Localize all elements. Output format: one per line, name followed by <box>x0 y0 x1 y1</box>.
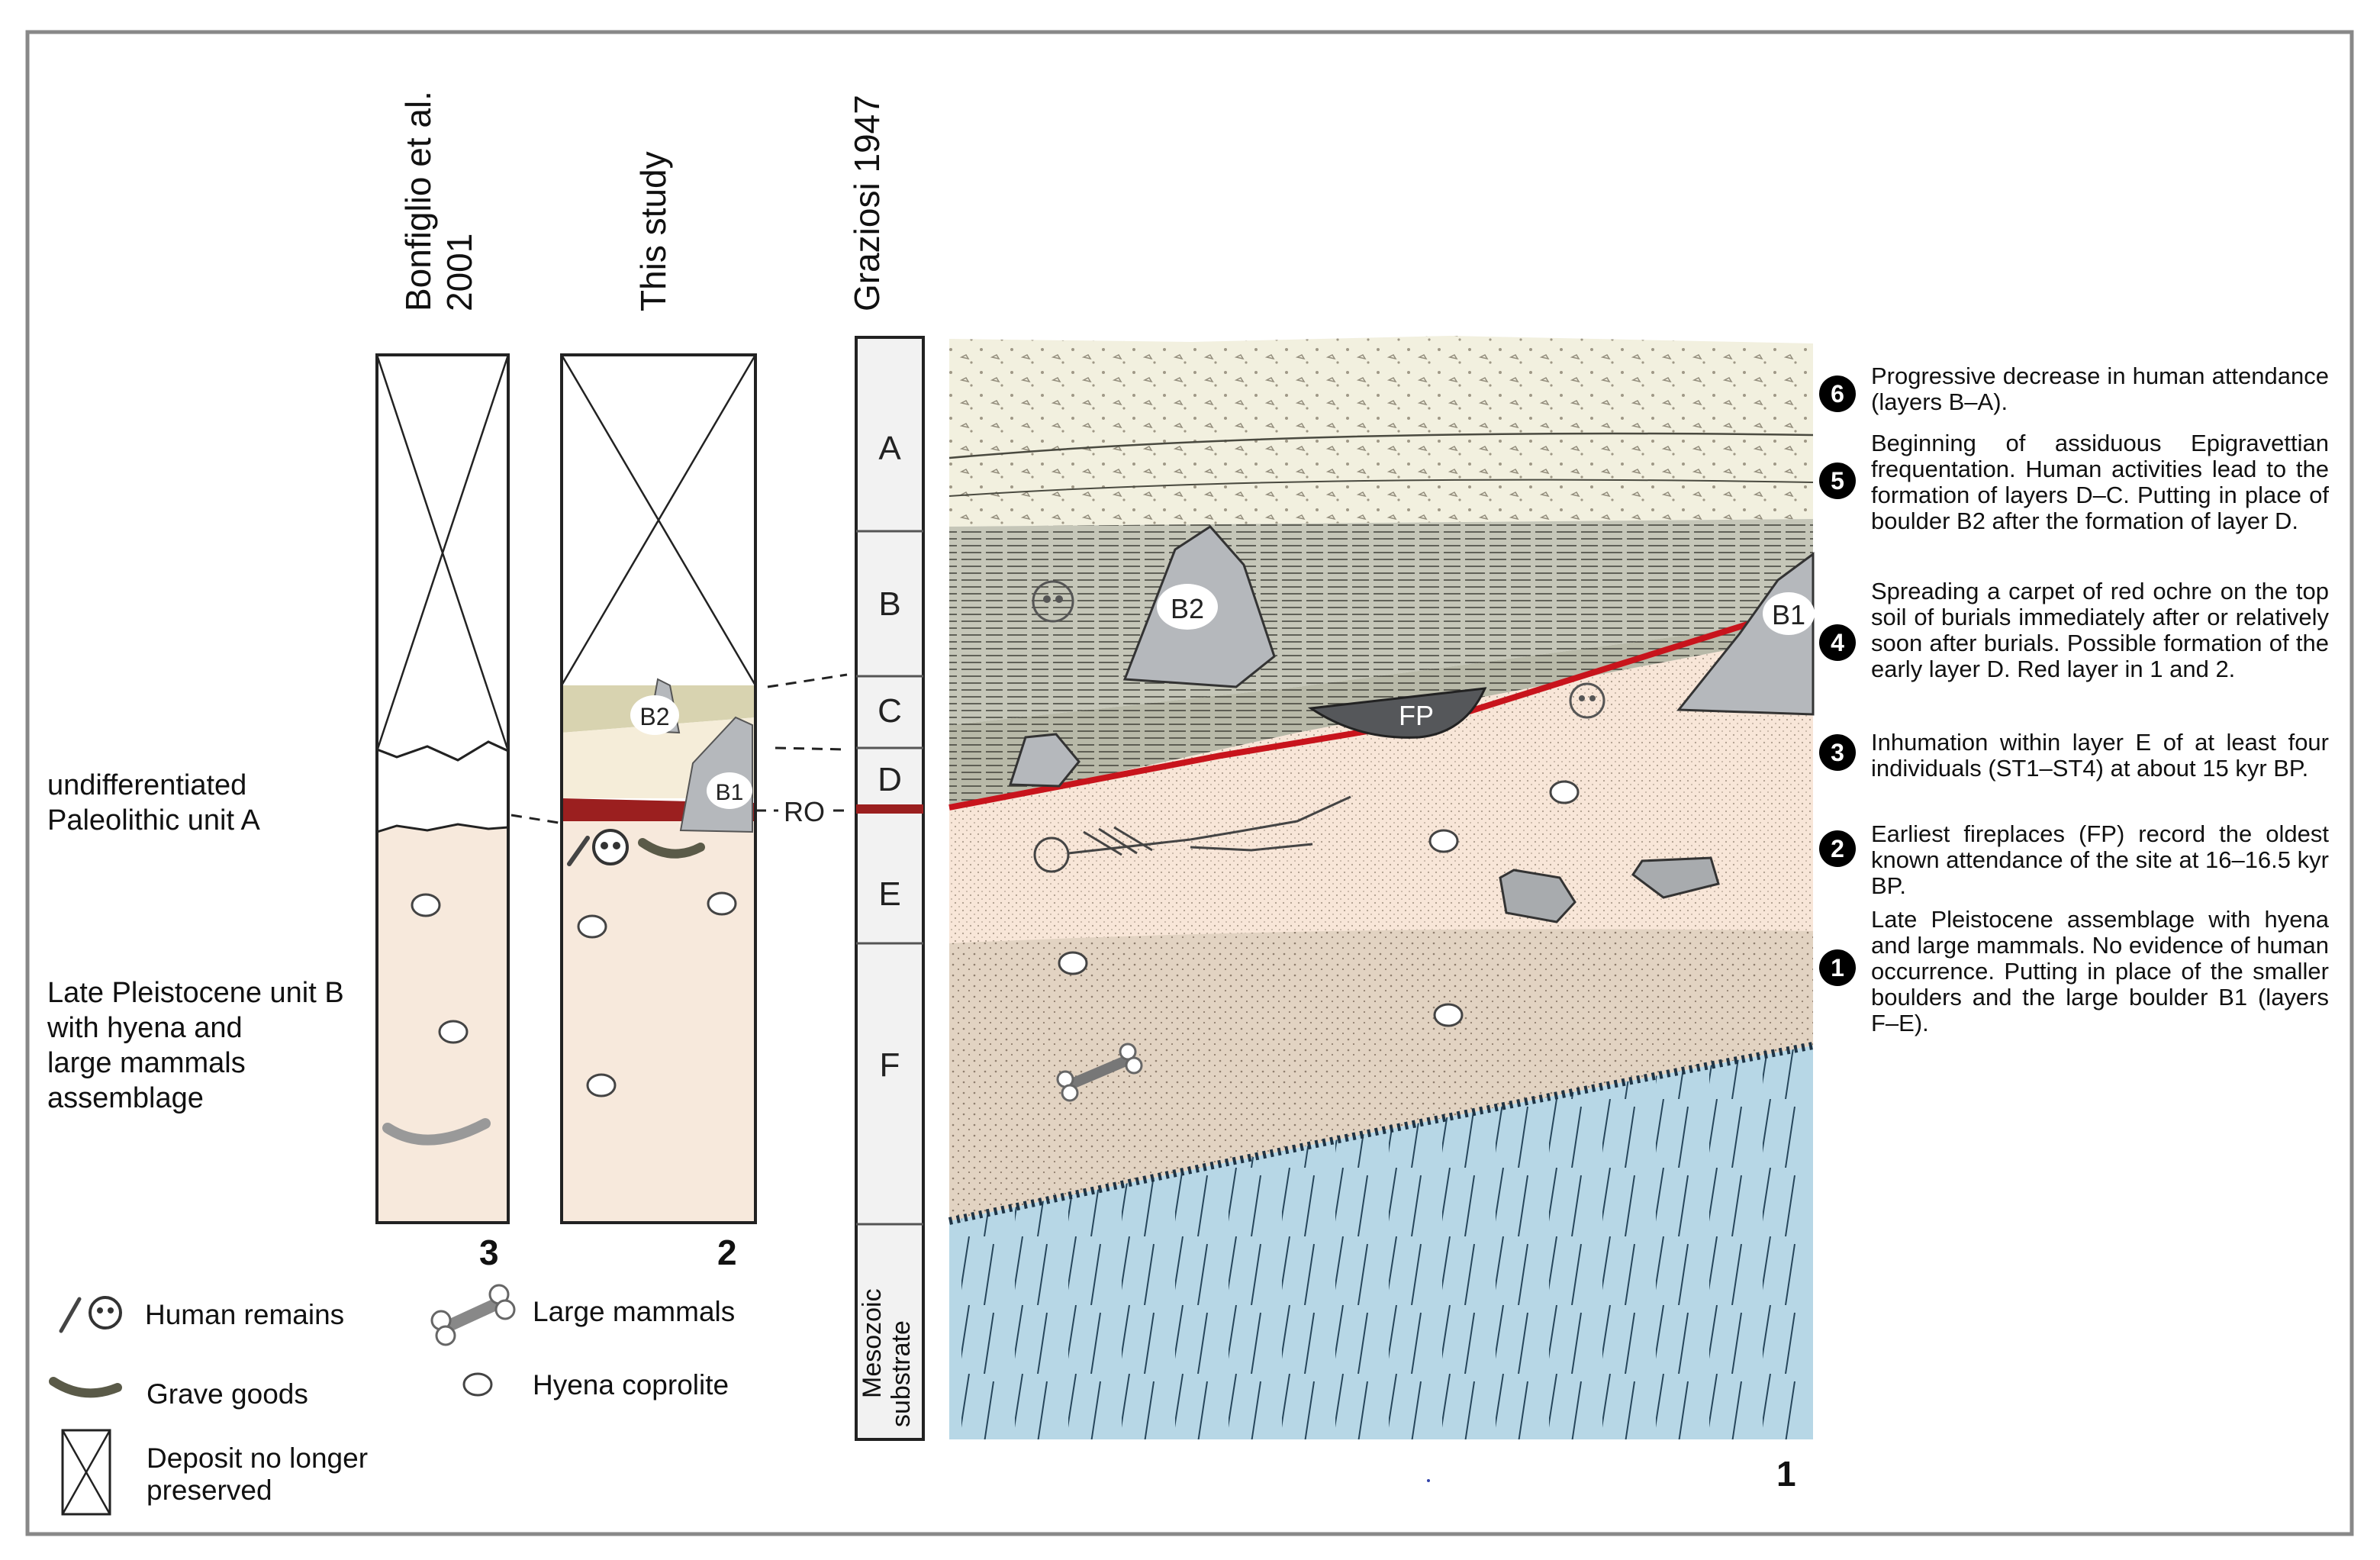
graziosi-layer-f: F <box>880 1046 900 1084</box>
note-badge-4: 4 <box>1819 624 1856 661</box>
note-6: Progressive decrease in human attendance… <box>1871 363 2329 415</box>
ro-marker: RO <box>784 796 825 827</box>
hyena-coprolite-icon <box>411 893 441 917</box>
grave-goods-icon <box>638 838 705 859</box>
note-badge-6: 6 <box>1819 375 1856 412</box>
panel-number-3: 3 <box>479 1233 499 1272</box>
note-4: Spreading a carpet of red ochre on the t… <box>1871 578 2329 682</box>
stray-dot <box>1427 1479 1430 1482</box>
legend-large-mammals-icon <box>430 1284 516 1346</box>
col3-title-line1: Bonfiglio et al. <box>398 91 438 311</box>
deposit-cross <box>560 354 757 686</box>
hyena-coprolite-icon <box>1058 951 1088 975</box>
section-label-fp: FP <box>1399 700 1434 731</box>
col2-label-b1: B1 <box>716 780 744 805</box>
note-badge-5: 5 <box>1819 463 1856 499</box>
note-badge-2: 2 <box>1819 830 1856 867</box>
skull-icon <box>1569 682 1605 719</box>
column-bonfiglio <box>375 353 510 1224</box>
small-boulder <box>1499 869 1576 923</box>
grave-goods-icon <box>382 1118 491 1146</box>
substrate-label-line2: substrate <box>887 1320 916 1427</box>
legend-hyena-coprolite: Hyena coprolite <box>533 1369 729 1400</box>
hyena-coprolite-icon <box>1433 1003 1464 1027</box>
legend-human-remains-icon <box>59 1296 122 1333</box>
note-3: Inhumation within layer E of at least fo… <box>1871 729 2329 782</box>
small-boulder <box>1631 856 1720 899</box>
note-5: Beginning of assiduous Epigravettian fre… <box>1871 430 2329 534</box>
unit-b-label: Late Pleistocene unit B with hyena and l… <box>47 977 344 1114</box>
col2-label-b2: B2 <box>639 703 669 730</box>
legend-grave-goods-icon <box>49 1377 122 1398</box>
skeleton <box>1033 795 1351 873</box>
human-remains-icon <box>567 829 629 866</box>
graziosi-layer-b: B <box>878 585 900 623</box>
skull-icon <box>1032 580 1074 623</box>
legend-hyena-coprolite-icon <box>462 1372 493 1397</box>
correlation-lines <box>510 673 852 824</box>
section-label-b1: B1 <box>1772 599 1805 630</box>
section-label-b2: B2 <box>1171 593 1204 624</box>
graziosi-layer-d: D <box>878 761 902 798</box>
main-section: FP B2 B1 <box>948 336 1815 1439</box>
col2-title: This study <box>633 151 673 311</box>
deposit-cross <box>375 354 510 752</box>
figure-border <box>25 30 2354 1536</box>
hyena-coprolite-icon <box>1549 780 1580 804</box>
col3-title-line2: 2001 <box>440 233 479 311</box>
legend-deposit-icon <box>61 1429 111 1516</box>
column-graziosi <box>855 336 925 1441</box>
small-boulder <box>1008 733 1081 788</box>
ro-red-band <box>856 804 923 814</box>
panel-number-2: 2 <box>717 1233 737 1272</box>
legend-large-mammals: Large mammals <box>533 1296 736 1327</box>
graziosi-layer-a: A <box>878 430 901 467</box>
hyena-coprolite-icon <box>438 1020 469 1044</box>
note-badge-1: 1 <box>1819 949 1856 986</box>
note-badge-3: 3 <box>1819 734 1856 771</box>
note-1: Late Pleistocene assemblage with hyena a… <box>1871 906 2329 1036</box>
legend-deposit: Deposit no longer preserved <box>147 1442 369 1506</box>
note-2: Earliest fireplaces (FP) record the olde… <box>1871 820 2329 899</box>
graziosi-layer-e: E <box>878 875 900 913</box>
legend-grave-goods: Grave goods <box>147 1378 308 1410</box>
legend-human-remains: Human remains <box>145 1299 345 1330</box>
hyena-coprolite-icon <box>586 1073 617 1097</box>
panel-number-1: 1 <box>1776 1454 1796 1494</box>
col1-title: Graziosi 1947 <box>847 95 887 311</box>
fireplace <box>1307 687 1487 739</box>
unit-a-label: undifferentiated Paleolithic unit A <box>47 769 260 836</box>
bone-icon <box>1056 1043 1143 1102</box>
substrate-label-line1: Mesozoic <box>858 1288 887 1398</box>
hyena-coprolite-icon <box>707 891 737 916</box>
hyena-coprolite-icon <box>1428 829 1459 853</box>
red-ochre-line <box>948 621 1749 811</box>
hyena-coprolite-icon <box>577 914 607 939</box>
column-this-study: B2 B1 <box>560 353 757 1224</box>
graziosi-layer-c: C <box>878 692 902 730</box>
